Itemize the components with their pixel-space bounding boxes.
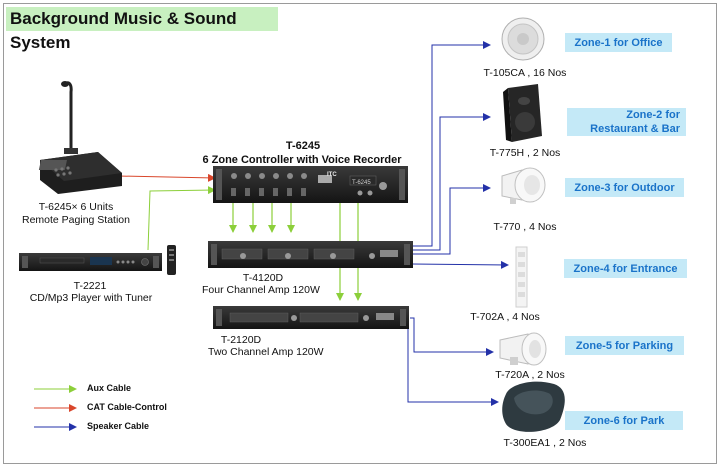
zone3-box: Zone-3 for Outdoor	[565, 178, 684, 197]
zone5-speaker-label: T-720A , 2 Nos	[495, 369, 565, 381]
player-model-label: T-2221	[73, 280, 107, 292]
brand-logo: ITC	[327, 172, 337, 178]
controller-desc-label: 6 Zone Controller with Voice Recorder	[202, 154, 402, 166]
amp2-desc-label: Two Channel Amp 120W	[208, 346, 324, 358]
legend-cat-label: CAT Cable-Control	[87, 402, 167, 412]
cabinet-speaker	[503, 84, 542, 142]
speaker-cable-zone2	[412, 113, 491, 251]
ceiling-speaker	[501, 17, 545, 61]
cd-player	[19, 245, 176, 275]
parking-horn-speaker	[499, 332, 547, 366]
zone2-speaker-label: T-775H , 2 Nos	[489, 147, 561, 159]
zone-controller	[213, 166, 408, 203]
controller-model-label: T-6245	[285, 140, 321, 152]
paging-station-model-label: T-6245× 6 Units	[38, 201, 114, 213]
zone5-box: Zone-5 for Parking	[565, 336, 684, 355]
zone1-speaker-label: T-105CA , 16 Nos	[483, 67, 567, 79]
two-channel-amp	[213, 306, 409, 329]
player-desc-label: CD/Mp3 Player with Tuner	[29, 292, 153, 304]
amp2-model-label: T-2120D	[220, 334, 262, 346]
paging-station	[38, 81, 122, 194]
column-speaker	[515, 246, 528, 308]
amp4-desc-label: Four Channel Amp 120W	[202, 284, 320, 296]
speaker-cable-zone3	[412, 184, 491, 255]
aux-cable-player	[147, 186, 216, 251]
zone1-box: Zone-1 for Office	[565, 33, 672, 52]
rock-speaker	[502, 381, 565, 432]
legend-speaker-label: Speaker Cable	[87, 421, 150, 431]
horn-speaker	[501, 167, 546, 204]
speaker-cable-zone1	[412, 41, 491, 247]
diagram-title: Background Music & Sound System	[6, 7, 278, 52]
speaker-cable-zone4	[411, 260, 509, 269]
zone4-box: Zone-4 for Entrance	[564, 259, 687, 278]
zone6-box: Zone-6 for Park	[565, 411, 683, 430]
paging-station-desc-label: Remote Paging Station	[22, 214, 130, 226]
zone2-box: Zone-2 for Restaurant & Bar	[567, 108, 686, 136]
zone3-speaker-label: T-770 , 4 Nos	[493, 221, 557, 233]
speaker-cable-zone5	[410, 317, 494, 356]
diagram-frame	[3, 3, 717, 464]
cat-cable-paging	[117, 173, 216, 182]
speaker-cable-zone6	[405, 324, 499, 406]
zone4-speaker-label: T-702A , 4 Nos	[470, 311, 540, 323]
legend-aux-label: Aux Cable	[87, 383, 132, 393]
zone6-speaker-label: T-300EA1 , 2 Nos	[503, 437, 587, 449]
controller-panel-text: T-6245	[352, 180, 371, 186]
amp4-model-label: T-4120D	[242, 272, 284, 284]
four-channel-amp	[208, 241, 413, 268]
